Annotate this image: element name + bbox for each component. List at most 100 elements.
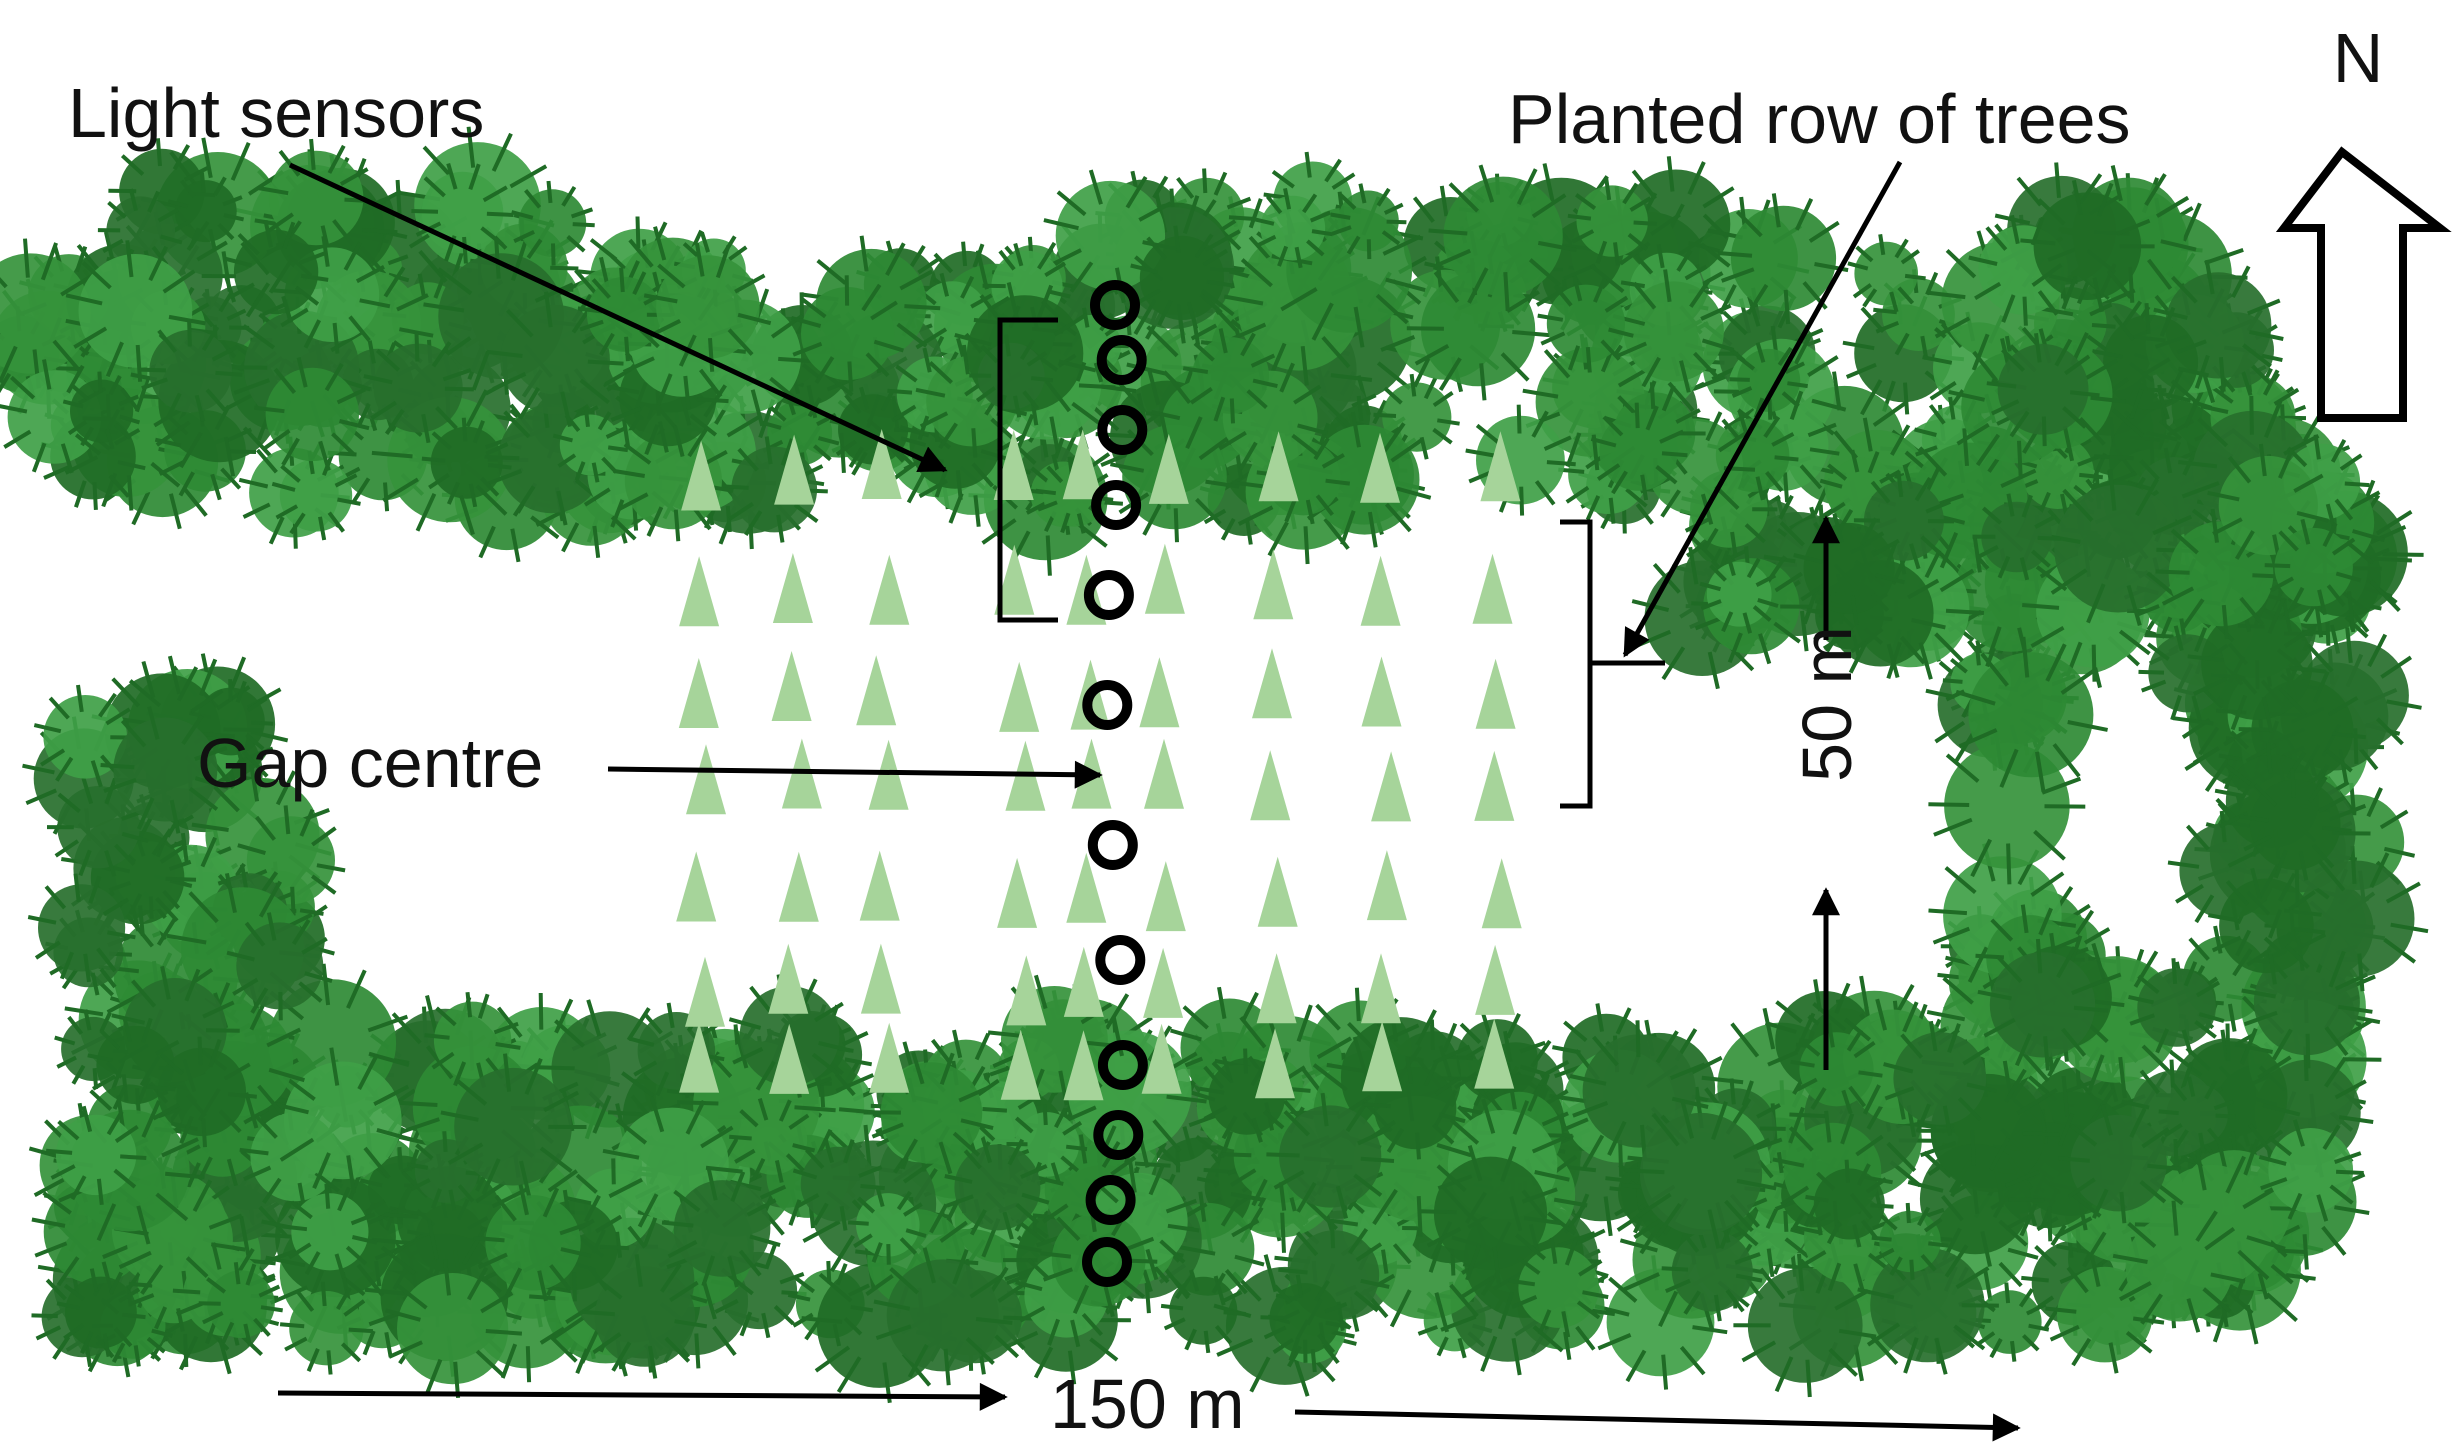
triangle-tree-icon: [994, 544, 1035, 615]
tree-crown: [384, 1259, 523, 1399]
tree-crown: [224, 219, 329, 324]
ring-sensor-icon: [1095, 935, 1146, 985]
tree-crown: [56, 1268, 146, 1357]
tree-crown: [643, 242, 772, 372]
tree-crown: [1330, 183, 1407, 260]
triangle-tree-icon: [1144, 543, 1185, 614]
tree-crown: [582, 1254, 708, 1379]
tree-crown: [0, 238, 105, 389]
tree-crown: [270, 1047, 415, 1194]
triangle-tree-icon: [1063, 1030, 1104, 1101]
triangle-tree-icon: [856, 655, 897, 726]
tree-crown: [1955, 636, 2108, 793]
triangle-tree-icon: [681, 440, 722, 511]
tree-crown: [552, 406, 629, 483]
tree-crown: [2187, 596, 2327, 733]
tree-crown: [1790, 1023, 1883, 1115]
triangle-tree-icon: [1006, 955, 1047, 1026]
ring-sensor-icon: [1097, 1040, 1148, 1090]
triangle-tree-icon: [869, 554, 910, 625]
tree-crown: [1260, 1274, 1349, 1363]
tree-crown: [1419, 1145, 1561, 1284]
tree-crown: [2158, 1076, 2236, 1154]
ring-sensor-icon: [1085, 1175, 1136, 1225]
planted-row-label: Planted row of trees: [1508, 80, 2131, 158]
north-arrow-icon: [2275, 146, 2452, 422]
tree-crown: [790, 275, 904, 392]
triangle-tree-icon: [1063, 946, 1104, 1017]
tree-crown: [440, 1053, 587, 1199]
tree-crown: [661, 1169, 781, 1288]
tree-crown: [729, 1098, 816, 1183]
triangle-tree-icon: [1139, 657, 1180, 728]
tree-crown: [847, 1186, 927, 1265]
ring-sensor-icon: [1082, 680, 1133, 730]
tree-crown: [1130, 225, 1235, 330]
tree-crown: [1569, 1020, 1709, 1162]
north-label: N: [2333, 19, 2384, 97]
triangle-tree-icon: [1250, 750, 1291, 821]
tree-crown: [1040, 1201, 1158, 1318]
triangle-tree-icon: [772, 553, 813, 623]
tree-crown: [139, 319, 243, 422]
tree-crown: [1986, 332, 2100, 447]
ring-sensor-icon: [1093, 1110, 1144, 1160]
tree-crown: [944, 1135, 1050, 1240]
tree-crown: [1537, 275, 1634, 373]
tree-crown: [486, 291, 624, 428]
ring-sensor-icon: [1097, 405, 1148, 455]
tree-crown: [577, 267, 672, 362]
tree-crown: [511, 180, 595, 266]
triangle-tree-icon: [1360, 555, 1401, 626]
triangle-tree-icon: [1475, 658, 1516, 729]
tree-crown: [2092, 302, 2209, 420]
light-sensors-label: Light sensors: [68, 74, 484, 152]
ring-sensor-icon: [1087, 820, 1138, 870]
triangle-tree-icon: [1255, 1028, 1295, 1099]
tree-crown: [1907, 1129, 2045, 1267]
tree-crown: [2058, 1104, 2179, 1224]
planted-row-bracket: [1560, 519, 1665, 809]
tree-crown: [27, 873, 136, 983]
tree-crown: [2020, 179, 2155, 313]
ring-sensor-icon: [1090, 280, 1140, 330]
tree-crown: [1972, 493, 2061, 581]
tree-crown: [271, 450, 361, 541]
tree-crown: [1733, 1253, 1877, 1398]
triangle-tree-icon: [1148, 433, 1189, 504]
triangle-tree-icon: [778, 851, 819, 922]
triangle-tree-icon: [1145, 861, 1186, 932]
tree-crown: [1508, 1237, 1609, 1338]
tree-crown: [421, 417, 512, 508]
tree-crown: [226, 912, 333, 1021]
tree-crown: [1266, 1092, 1395, 1219]
tree-crown: [62, 371, 141, 450]
triangle-tree-icon: [1253, 549, 1294, 620]
triangle-tree-icon: [1257, 856, 1298, 927]
triangle-tree-icon: [1472, 553, 1513, 624]
tree-crown: [2207, 443, 2329, 567]
triangle-tree-icon: [685, 956, 725, 1027]
tree-crown: [253, 357, 370, 471]
triangle-tree-icon: [1475, 944, 1516, 1015]
tree-crown: [1699, 554, 1779, 634]
tree-crown: [1805, 1159, 1894, 1248]
tree-crown: [1612, 269, 1735, 393]
triangle-tree-icon: [999, 661, 1040, 732]
triangle-tree-icon: [869, 1022, 910, 1093]
tree-crown: [411, 163, 514, 264]
triangle-tree-icon: [1360, 432, 1400, 503]
planted-row-arrow: [1622, 160, 1903, 658]
tree-crown: [167, 172, 245, 250]
tree-crown: [279, 1281, 374, 1375]
triangle-tree-icon: [1361, 656, 1402, 727]
tree-crown: [1871, 1202, 1949, 1280]
height-scale-label: 50 m: [1788, 626, 1866, 782]
width-scale-label: 150 m: [1050, 1365, 1245, 1443]
tree-crown: [2258, 1119, 2364, 1222]
tree-crown: [198, 1262, 283, 1346]
triangle-tree-icon: [860, 943, 901, 1014]
width-scale-arrow-right: [1294, 1409, 2021, 1442]
tree-crown: [2112, 1200, 2246, 1333]
